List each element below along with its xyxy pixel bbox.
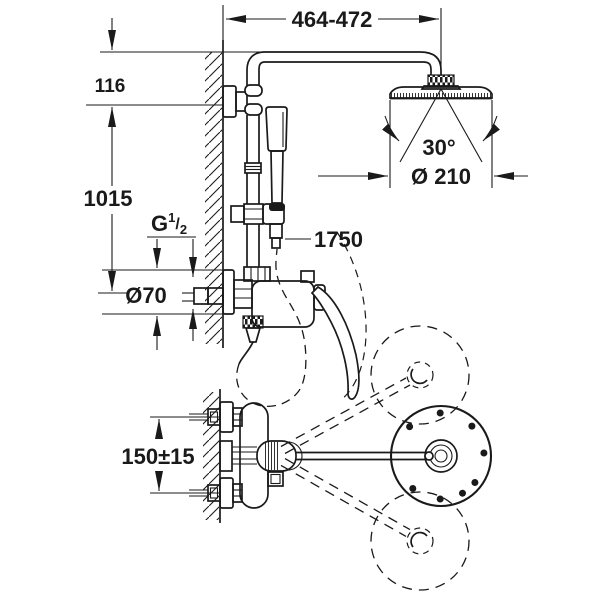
hose-outlet-upper xyxy=(269,223,283,239)
joint-flange xyxy=(420,85,462,90)
dim-text-inlet-spacing: 150±15 xyxy=(121,444,194,469)
dim-head-diameter: Ø 210 xyxy=(318,100,528,189)
holder-clamp xyxy=(243,203,264,225)
riser-union xyxy=(244,162,262,174)
escutcheon xyxy=(219,401,234,433)
dim-arm-projection: 464-472 xyxy=(226,7,442,76)
clamp-knurl xyxy=(263,442,280,470)
hand-shower-head xyxy=(265,106,288,152)
swivel-range xyxy=(280,325,470,591)
hose-nut xyxy=(242,315,264,329)
dim-text-arm-projection: 464-472 xyxy=(292,7,373,32)
tilt-line-left xyxy=(399,88,442,163)
plan-view: 150±15 xyxy=(121,325,493,591)
shower-arm-pipe xyxy=(246,51,442,86)
bracket-rosette xyxy=(222,85,237,118)
nozzle-dot xyxy=(436,409,444,417)
mixer-plan-view xyxy=(219,402,303,509)
ball-joint-nut xyxy=(427,74,455,87)
head-shower-plan-circle xyxy=(389,404,493,508)
hose-outlet-lower xyxy=(271,237,281,249)
dim-thread-size: G1/2 xyxy=(147,210,197,350)
lever-swing-arc xyxy=(336,231,367,402)
clamp-ring xyxy=(287,441,303,471)
tilt-line-right xyxy=(440,88,483,163)
swivel-position-upper xyxy=(370,325,470,425)
escutcheon xyxy=(219,477,234,509)
dim-riser-height: 1015 xyxy=(84,107,133,294)
nozzle-dot xyxy=(480,449,488,457)
slider-holder xyxy=(230,203,285,249)
bracket-clamp-bottom xyxy=(244,103,263,116)
riser-pipe xyxy=(244,115,262,267)
arm-and-head-plan xyxy=(296,404,493,508)
center-plate xyxy=(219,440,233,472)
head-disc xyxy=(389,86,493,99)
nozzle-dots xyxy=(406,409,488,503)
nozzle-dot xyxy=(459,489,466,497)
elbow-inner xyxy=(258,61,266,86)
nozzle-dot xyxy=(406,423,414,431)
angle-arrow-left xyxy=(382,115,400,142)
wall-bracket xyxy=(222,84,263,118)
dim-head-drop: 116 xyxy=(86,18,262,106)
bracket-clamp-top xyxy=(244,84,263,97)
thread-label: G1/2 xyxy=(151,210,187,237)
nozzle-dot xyxy=(471,479,479,486)
dim-text-head-diameter: Ø 210 xyxy=(411,164,471,189)
swivel-arm-upper-edge1 xyxy=(280,377,407,448)
head-shower xyxy=(389,74,493,100)
swivel-hub-arc-upper xyxy=(410,368,428,385)
swivel-hub-lower xyxy=(406,527,434,555)
arm-outer-edge xyxy=(265,51,442,75)
dim-text-riser-height: 1015 xyxy=(84,186,133,211)
wall-hatching xyxy=(205,52,222,344)
swivel-position-lower xyxy=(370,491,470,591)
connection-union xyxy=(233,279,253,309)
swivel-arm-lower-edge1 xyxy=(280,464,407,537)
hose-solid-section xyxy=(238,341,254,365)
arm-inner-edge xyxy=(265,61,432,75)
hand-shower xyxy=(265,106,288,211)
swivel-hub-upper xyxy=(406,361,434,389)
hex-fitting xyxy=(232,407,243,427)
nozzle-dot xyxy=(436,495,444,503)
pipe-cap xyxy=(424,451,434,461)
spray-face xyxy=(391,93,491,98)
holder-cradle xyxy=(269,203,285,211)
lever-handle xyxy=(310,285,360,400)
diverter-knob xyxy=(267,471,284,487)
swivel-hub-arc-lower xyxy=(410,531,428,548)
dim-rosette-diameter: Ø70 xyxy=(102,269,223,315)
diverter-knob-inner xyxy=(270,473,281,485)
hand-shower-handle xyxy=(270,150,284,204)
dim-text-hose-length: 1750 xyxy=(314,227,363,252)
dim-inlet-spacing: 150±15 xyxy=(121,416,220,494)
swivel-arm-upper-edge2 xyxy=(284,384,411,455)
bracket-arm xyxy=(235,91,248,112)
dim-text-angle: 30° xyxy=(422,135,455,160)
elbow-outer xyxy=(246,51,266,86)
hose-cone xyxy=(244,327,262,343)
riser-base-nut xyxy=(243,266,271,282)
hex-fitting xyxy=(232,483,243,503)
angle-arrow-right xyxy=(482,115,500,142)
hub-ring-inner xyxy=(434,449,448,463)
escutcheon-rosette xyxy=(222,269,235,315)
mixer-side-view xyxy=(182,266,360,400)
nozzle-dot xyxy=(409,485,417,492)
holder-wall-block xyxy=(230,205,245,223)
dim-text-rosette: Ø70 xyxy=(125,283,167,308)
dim-hose-length: 1750 xyxy=(285,227,363,252)
cartridge-step xyxy=(300,270,315,283)
nozzle-dot xyxy=(468,422,476,430)
swivel-arm-lower-edge2 xyxy=(284,458,411,531)
dim-swivel-angle: 30° xyxy=(382,88,500,163)
side-view: 464-472 116 1015 G1/2 xyxy=(84,5,528,407)
dim-text-head-drop: 116 xyxy=(95,76,126,97)
